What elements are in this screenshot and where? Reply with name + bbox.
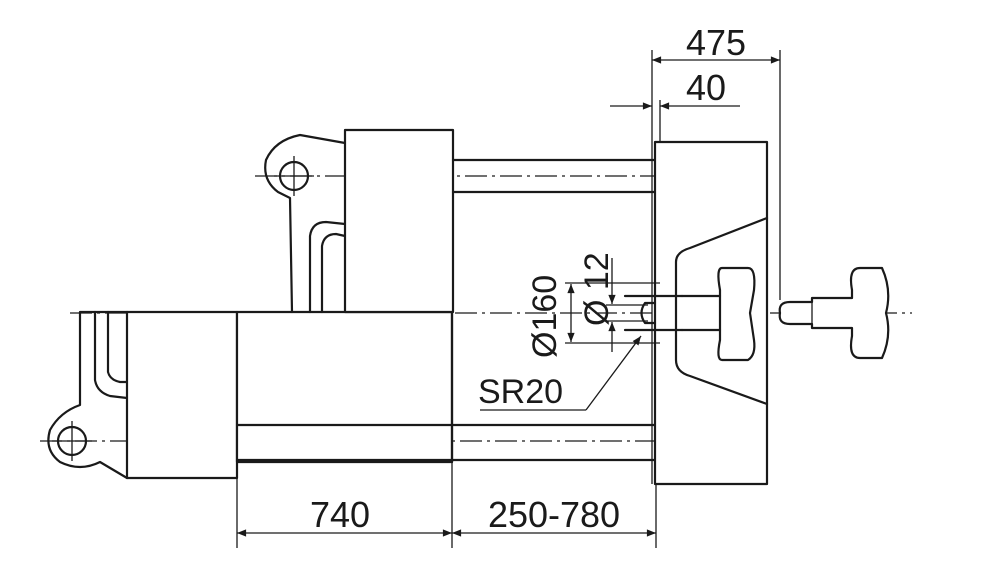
dimension-sr20: SR20 xyxy=(478,335,642,411)
lower-clamp-bracket xyxy=(47,310,129,480)
upper-toggle-bracket xyxy=(264,133,347,314)
injection-nozzle xyxy=(778,266,890,360)
dim-740-label: 740 xyxy=(310,494,370,535)
dim-sr20-label: SR20 xyxy=(478,373,563,411)
tie-bar-lower xyxy=(235,310,660,464)
dimension-475: 475 xyxy=(651,22,781,484)
dimension-250-780: 250-780 xyxy=(451,484,657,548)
ejector-knob xyxy=(680,266,756,362)
dim-250-780-label: 250-780 xyxy=(488,494,620,535)
tie-bar-upper xyxy=(451,158,660,194)
dim-475-label: 475 xyxy=(686,22,746,63)
dimension-740: 740 xyxy=(236,462,453,548)
clamp-cylinder-block xyxy=(235,310,454,464)
dimension-40: 40 xyxy=(610,67,740,142)
rear-platen-lower xyxy=(125,310,239,480)
dimension-dia12: Ø 12 xyxy=(578,252,648,352)
nozzle-stem xyxy=(623,294,684,332)
dim-dia12-label: Ø 12 xyxy=(578,252,616,326)
rear-platen-upper xyxy=(343,128,455,314)
dim-40-label: 40 xyxy=(686,67,726,108)
dim-dia160-label: Ø160 xyxy=(526,275,564,358)
locating-ring-taper xyxy=(674,216,769,406)
